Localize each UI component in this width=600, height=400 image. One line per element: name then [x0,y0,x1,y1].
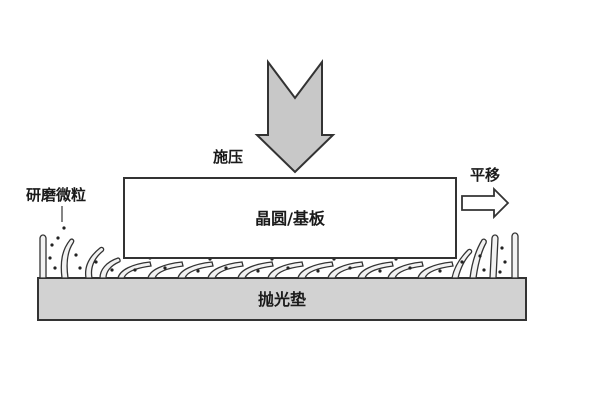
pressure-label: 施压 [213,148,243,166]
arrow-right-icon [461,186,510,220]
wafer-label: 晶圆/基板 [255,209,326,228]
translation-label: 平移 [470,166,500,184]
polishing-pad [37,277,527,321]
wafer-substrate [123,177,457,259]
pad-fibers [39,232,519,279]
arrow-down-icon [254,59,336,174]
abrasive-particles-label: 研磨微粒 [26,186,86,204]
polishing-pad-label: 抛光垫 [258,290,306,309]
